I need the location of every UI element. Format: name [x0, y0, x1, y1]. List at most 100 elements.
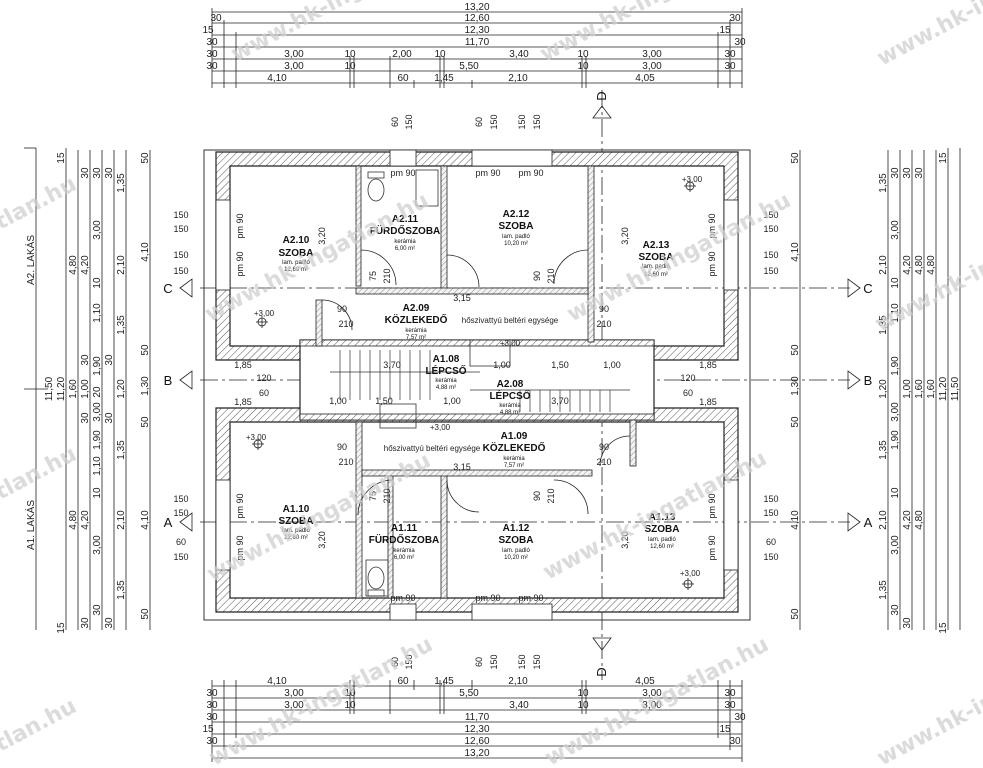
window-width: 60 — [474, 117, 484, 127]
dim-100: 1,00 — [329, 396, 347, 406]
dim-right-d-7: 1,35 — [878, 440, 889, 460]
room-a1-09: A1.09 KÖZLEKEDŐ kerámia 7,57 m² — [483, 431, 546, 469]
dim-room-depth: 3,20 — [317, 227, 327, 245]
watermark: www.hk-ingatlan.hu — [873, 632, 983, 768]
dim-left-b-0: 30 — [80, 167, 91, 179]
pm90-label: pm 90 — [475, 593, 500, 603]
room-name: SZOBA — [499, 535, 534, 546]
dim-top-r7-2: 1,45 — [434, 73, 454, 84]
pm90-label: pm 90 — [390, 168, 415, 178]
watermark: www.hk-ingatlan.hu — [205, 632, 437, 768]
dim-top-r5-0: 3,00 — [284, 49, 304, 60]
level-marker: +3,00 — [682, 175, 703, 184]
dim-bot-r4-l: 30 — [206, 712, 218, 723]
dim-left-a-3: 4,80 — [68, 510, 79, 530]
dim-bot-r5-5: 3,00 — [642, 700, 662, 711]
dim-left-a-4: 15 — [56, 622, 67, 634]
pm90-label: pm 90 — [707, 493, 717, 518]
dim-right-d-5: 1,20 — [878, 379, 889, 399]
dim-right-c-3: 1,10 — [890, 303, 901, 323]
section-a-right-arrow — [847, 512, 861, 532]
dim-right-e-4: 50 — [790, 416, 801, 428]
room-code: A2.11 — [392, 214, 419, 225]
dim-top-r5-3: 10 — [434, 49, 446, 60]
dim-right-a-2: 1,60 — [914, 379, 925, 399]
dim-bot-r7-2: 1,45 — [434, 676, 454, 687]
room-code: A1.12 — [503, 523, 530, 534]
window-height: 150 — [173, 508, 188, 518]
room-name: LÉPCSŐ — [425, 364, 466, 377]
dim-bot-total: 13,20 — [464, 748, 489, 759]
section-c-left-arrow — [179, 278, 193, 298]
dim-left-c-7: 1,90 — [92, 430, 103, 450]
dim-bot-r7-1: 60 — [397, 676, 409, 687]
lakas-a1-label: A1. LAKÁS — [24, 500, 37, 550]
dim-left-d-9: 1,35 — [116, 580, 127, 600]
window-width: 60 — [390, 117, 400, 127]
dim-top-r5-1: 10 — [344, 49, 356, 60]
room-code: A2.09 — [403, 303, 430, 314]
pm90-label: pm 90 — [235, 213, 245, 238]
room-floor: lam. padló — [282, 260, 310, 266]
watermark: www.hk-ingatlan.hu — [563, 188, 795, 327]
dim-left-c-3: 1,10 — [92, 303, 103, 323]
room-name: KÖZLEKEDŐ — [385, 313, 448, 326]
pm90-label: pm 90 — [518, 593, 543, 603]
window-height: 150 — [489, 654, 499, 669]
dim-right-c-7: 1,90 — [890, 430, 901, 450]
room-a2-10: A2.10 SZOBA lam. padló 12,60 m² — [279, 235, 314, 273]
room-floor: lam. padló — [502, 548, 530, 554]
pm90-label: pm 90 — [707, 535, 717, 560]
room-floor: lam. padló — [282, 528, 310, 534]
dim-top-r7-0: 4,10 — [267, 73, 287, 84]
dim-left-d-7: 1,35 — [116, 440, 127, 460]
dim-door-height: 210 — [596, 319, 611, 329]
room-labels: A2.10 SZOBA lam. padló 12,60 m² A2.11 FÜ… — [279, 209, 680, 561]
dim-bot-r6-5: 3,00 — [642, 688, 662, 699]
dim-right-e-5: 4,10 — [790, 510, 801, 530]
pm90-label: pm 90 — [235, 535, 245, 560]
pm90-label: pm 90 — [518, 168, 543, 178]
room-floor: kerámia — [499, 403, 521, 409]
dim-top-r7-3: 2,10 — [508, 73, 528, 84]
dim-door-height: 210 — [338, 319, 353, 329]
dim-left-d-5: 1,20 — [116, 379, 127, 399]
dim-top-r6-2: 5,50 — [459, 61, 479, 72]
dim-left-e-0: 50 — [140, 152, 151, 164]
room-area: 10,20 m² — [504, 241, 528, 247]
dim-right-b-6: 30 — [902, 617, 913, 629]
dim-100: 1,00 — [443, 396, 461, 406]
dim-right-d-0: 30 — [914, 167, 925, 179]
section-a-right-label: A — [864, 515, 873, 530]
dim-top-r5-4: 3,40 — [509, 49, 529, 60]
dim-door-height: 210 — [546, 488, 556, 503]
section-c-right-arrow — [847, 278, 861, 298]
window-height: 150 — [763, 224, 778, 234]
dim-left-c-2: 10 — [92, 277, 103, 289]
dim-bot-r7-0: 4,10 — [267, 676, 287, 687]
lakas-a2-label: A2. LAKÁS — [24, 235, 37, 285]
dim-top-r4-r: 30 — [734, 37, 746, 48]
dim-right-d-8: 2,10 — [878, 510, 889, 530]
window-height: 150 — [173, 266, 188, 276]
level-marker: +3,00 — [500, 339, 521, 348]
dim-right-b-5: 4,20 — [902, 510, 913, 530]
dim-right-e-2: 50 — [790, 344, 801, 356]
window-width: 60 — [176, 537, 186, 547]
section-d-bottom-arrow — [592, 637, 612, 651]
dim-bot-r5-0: 30 — [206, 700, 218, 711]
dim-bot-r2-l: 30 — [206, 736, 218, 747]
dim-150: 1,50 — [551, 360, 569, 370]
window-height: 150 — [763, 266, 778, 276]
dim-bot-r6-4: 10 — [577, 688, 589, 699]
dim-left-d-4: 30 — [104, 354, 115, 366]
dim-60: 60 — [259, 388, 269, 398]
section-d-top-label: D — [594, 91, 609, 100]
dim-top-r2-r: 30 — [729, 13, 741, 24]
dim-right-c-9: 10 — [890, 487, 901, 499]
room-name: LÉPCSŐ — [489, 389, 530, 402]
dim-bot-r6-3: 5,50 — [459, 688, 479, 699]
watermark-short: tlan.hu — [0, 694, 81, 758]
dim-left-e-1: 4,10 — [140, 242, 151, 262]
room-area: 12,60 m² — [284, 267, 308, 273]
